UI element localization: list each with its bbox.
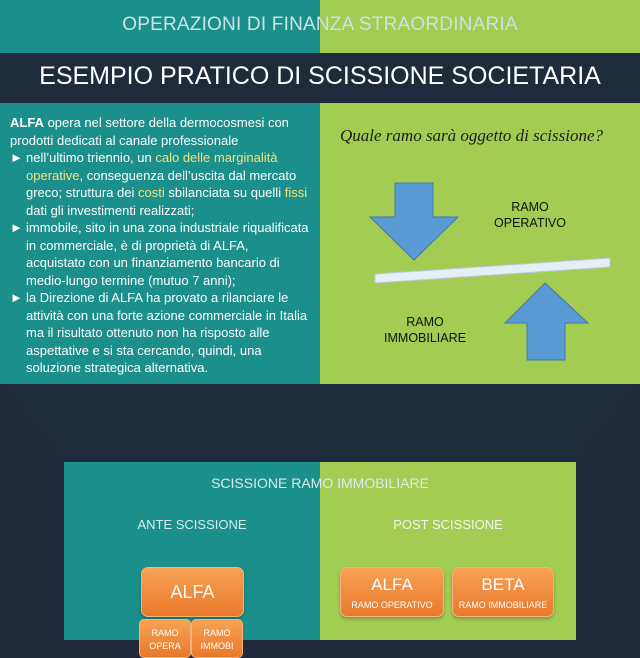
highlight-text: fissi <box>284 185 308 200</box>
bullet-arrow-icon: ► <box>10 290 23 305</box>
label-ramo-operativo: RAMO OPERATIVO <box>493 200 566 230</box>
main-title: ESEMPIO PRATICO DI SCISSIONE SOCIETARIA <box>39 62 601 90</box>
sub-box-ramo-immobiliare: RAMO IMMOBI <box>191 619 243 658</box>
bullet-text: immobile, sito in una zona industriale r… <box>26 220 309 288</box>
company-name: ALFA <box>10 115 44 130</box>
bullet-text-part: sbilanciata su quelli <box>164 185 285 200</box>
alfa-box-ante: ALFA <box>141 567 244 617</box>
alfa-name: ALFA <box>371 575 413 594</box>
bullet-text-part: , conseguenza dell’uscita dal mercato gr… <box>26 167 297 201</box>
alfa-box-post: ALFA RAMO OPERATIVO <box>340 567 444 617</box>
intro-paragraph: ALFA opera nel settore della dermocosmes… <box>10 114 310 149</box>
arrow-down-icon <box>368 182 460 261</box>
bullet-arrow-icon: ► <box>10 220 23 235</box>
bullet-text-part: dati gli investimenti realizzati; <box>26 202 195 218</box>
arrow-up-icon <box>503 282 590 361</box>
label-ramo-immobiliare: RAMO IMMOBILIARE <box>384 315 466 345</box>
beta-box-post: BETA RAMO IMMOBILIARE <box>452 567 554 617</box>
bullet-item: ► immobile, sito in una zona industriale… <box>10 219 310 289</box>
beta-subtitle: RAMO IMMOBILIARE <box>458 600 548 610</box>
bullet-item: ► la Direzione di ALFA ha provato a rila… <box>10 289 310 377</box>
ante-label: ANTE SCISSIONE <box>137 517 247 532</box>
balance-bar <box>374 257 611 284</box>
seesaw-diagram <box>368 182 611 361</box>
description-text: ALFA opera nel settore della dermocosmes… <box>10 114 310 377</box>
bullet-text: la Direzione di ALFA ha provato a rilanc… <box>26 290 308 375</box>
funnel-band <box>0 384 640 462</box>
bullet-text-part: nell’ultimo triennio, un <box>26 150 156 165</box>
highlight-text: costi <box>138 185 165 200</box>
beta-name: BETA <box>481 575 525 594</box>
bullet-item: ► nell’ultimo triennio, un calo delle ma… <box>10 149 310 219</box>
bullet-text: nell’ultimo triennio, un calo delle marg… <box>26 149 310 219</box>
header-title: OPERAZIONI DI FINANZA STRAORDINARIA <box>122 14 518 35</box>
intro-text: opera nel settore della dermocosmesi con… <box>10 115 289 148</box>
bottom-title: SCISSIONE RAMO IMMOBILIARE <box>211 475 429 491</box>
alfa-subtitle: RAMO OPERATIVO <box>351 600 433 610</box>
post-label: POST SCISSIONE <box>393 517 503 532</box>
sub-box-ramo-operativo: RAMO OPERA <box>139 619 191 658</box>
title-band <box>0 53 640 103</box>
highlight-text: calo delle marginalità operative <box>26 150 278 183</box>
question-text: Quale ramo sarà oggetto di scissione? <box>340 126 604 145</box>
bullet-arrow-icon: ► <box>10 150 23 165</box>
